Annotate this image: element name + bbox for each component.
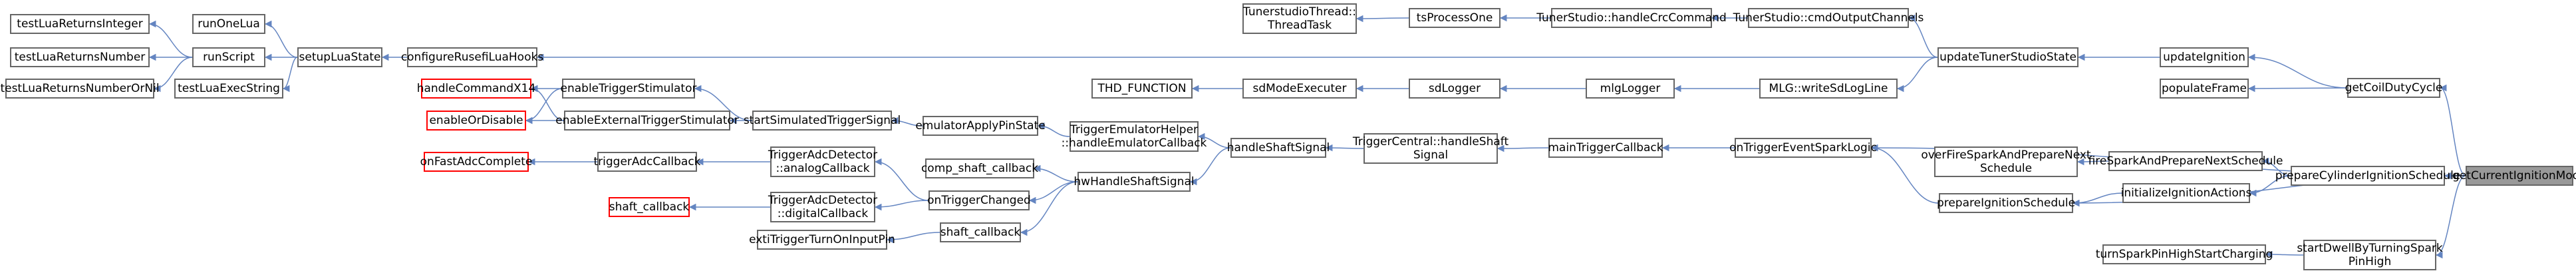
node-runOneLua[interactable]: runOneLua (192, 14, 265, 34)
node-populateFrame[interactable]: populateFrame (2160, 79, 2249, 99)
node-emulatorApplyPinState[interactable]: emulatorApplyPinState (915, 116, 1046, 136)
edge-initializeIgnitionActions-to-prepareCylinderIgnitionSchedule (2249, 175, 2291, 197)
edge-getCoilDutyCycle-to-getCurrentIgnitionMode (2439, 84, 2466, 176)
node-testLuaReturnsNumberOrNil[interactable]: testLuaReturnsNumberOrNil (0, 79, 160, 99)
edge-shaftCallback-to-hwHandleShaftSignal (1020, 181, 1078, 236)
node-fireSparkAndPrepareNextSchedule[interactable]: fireSparkAndPrepareNextSchedule (2088, 151, 2283, 171)
node-tsProcessOne[interactable]: tsProcessOne (1409, 8, 1501, 28)
node-compShaftCallback[interactable]: comp_shaft_callback (921, 158, 1038, 178)
node-prepareIgnitionSchedule[interactable]: prepareIgnitionSchedule (1937, 193, 2075, 213)
edge-testLuaExecString-to-setupLuaState (282, 57, 298, 93)
node-enableExternalTriggerStimulator[interactable]: enableExternalTriggerStimulator (555, 111, 739, 131)
node-THD_FUNCTION[interactable]: THD_FUNCTION (1091, 79, 1193, 99)
node-sdLogger[interactable]: sdLogger (1409, 79, 1501, 99)
node-tunerCmdOutputChannels[interactable]: TunerStudio::cmdOutputChannels (1733, 8, 1924, 28)
node-testLuaReturnsInteger[interactable]: testLuaReturnsInteger (10, 14, 150, 34)
edge-triggerEmulatorHelperHandleEmulatorCallback-to-handleShaftSignal (1197, 133, 1231, 148)
edge-startSimulatedTriggerSignal-to-emulatorApplyPinState (891, 117, 923, 127)
edge-extiTriggerTurnOnInputPin-to-shaftCallback (886, 232, 940, 244)
edge-testLuaReturnsInteger-to-runScript (148, 20, 193, 58)
node-onTriggerChanged[interactable]: onTriggerChanged (927, 190, 1031, 210)
node-hwHandleShaftSignal[interactable]: hwHandleShaftSignal (1073, 172, 1195, 192)
node-handleCommandX14[interactable]: handleCommandX14 (417, 79, 535, 99)
edge-fireSparkAndPrepareNextSchedule-to-prepareCylinderIgnitionSchedule (2261, 157, 2291, 176)
node-startSimulatedTriggerSignal[interactable]: startSimulatedTriggerSignal (744, 111, 901, 131)
node-triggerAdcDetectorAnalogCallback[interactable]: TriggerAdcDetector ::analogCallback (768, 146, 877, 177)
node-mainTriggerCallback[interactable]: mainTriggerCallback (1548, 138, 1663, 158)
edge-enableTriggerStimulator-to-startSimulatedTriggerSignal (694, 85, 753, 121)
node-enableTriggerStimulator[interactable]: enableTriggerStimulator (561, 79, 696, 99)
node-runScript[interactable]: runScript (192, 47, 265, 67)
node-extiTriggerTurnOnInputPin[interactable]: extiTriggerTurnOnInputPin (749, 230, 895, 250)
edge-compShaftCallback-to-hwHandleShaftSignal (1033, 164, 1078, 182)
edge-startDwellByTurningSparkPinHigh-to-getCurrentIgnitionMode (2435, 175, 2466, 259)
node-setupLuaState[interactable]: setupLuaState (297, 47, 382, 67)
node-shaftCallback[interactable]: shaft_callback (940, 222, 1021, 242)
node-testLuaExecString[interactable]: testLuaExecString (174, 79, 283, 99)
node-tunerHandleCrcCommand[interactable]: TunerStudio::handleCrcCommand (1536, 8, 1727, 28)
node-overFireSparkAndPrepareNextSchedule[interactable]: overFireSparkAndPrepareNext Schedule (1921, 146, 2091, 177)
edge-onTriggerChanged-to-hwHandleShaftSignal (1028, 181, 1078, 204)
edge-onTriggerEventSparkLogic-to-prepareIgnitionSchedule (1870, 144, 1939, 204)
node-handleShaftSignal[interactable]: handleShaftSignal (1227, 138, 1330, 158)
edge-tunerCmdOutputChannels-to-updateTunerStudioState (1908, 14, 1938, 58)
node-startDwellByTurningSparkPinHigh[interactable]: startDwellByTurningSpark PinHigh (2297, 240, 2443, 270)
node-getCoilDutyCycle[interactable]: getCoilDutyCycle (2345, 78, 2442, 98)
edge-emulatorApplyPinState-to-triggerEmulatorHelperHandleEmulatorCallback (1037, 122, 1070, 137)
node-triggerAdcDetectorDigitalCallback[interactable]: TriggerAdcDetector ::digitalCallback (768, 192, 877, 222)
edge-triggerAdcDetectorAnalogCallback-to-onTriggerChanged (874, 158, 929, 201)
node-getCurrentIgnitionMode[interactable]: getCurrentIgnitionMode (2452, 166, 2576, 186)
edge-prepareIgnitionSchedule-to-initializeIgnitionActions (2072, 192, 2123, 207)
edge-mlgWriteSdLogLine-to-updateTunerStudioState (1896, 57, 1938, 93)
node-sdModeExecuter[interactable]: sdModeExecuter (1242, 79, 1357, 99)
node-updateTunerStudioState[interactable]: updateTunerStudioState (1937, 47, 2078, 67)
node-triggerEmulatorHelperHandleEmulatorCallback[interactable]: TriggerEmulatorHelper ::handleEmulatorCa… (1062, 121, 1207, 152)
edge-overFireSparkAndPrepareNextSchedule-to-fireSparkAndPrepareNextSchedule (2076, 158, 2109, 166)
edge-tunerThreadTask-to-tsProcessOne (1356, 15, 1409, 23)
node-testLuaReturnsNumber[interactable]: testLuaReturnsNumber (10, 47, 150, 67)
node-turnSparkPinHighStartCharging[interactable]: turnSparkPinHighStartCharging (2096, 244, 2273, 264)
edge-populateFrame-to-getCoilDutyCycle (2247, 85, 2348, 93)
edge-hwHandleShaftSignal-to-handleShaftSignal (1189, 147, 1231, 186)
node-mlgWriteSdLogLine[interactable]: MLG::writeSdLogLine (1759, 79, 1898, 99)
node-initializeIgnitionActions[interactable]: initializeIgnitionActions (2121, 183, 2251, 203)
edge-turnSparkPinHighStartCharging-to-startDwellByTurningSparkPinHigh (2265, 250, 2304, 258)
node-updateIgnition[interactable]: updateIgnition (2160, 47, 2249, 67)
node-triggerAdcCallback[interactable]: triggerAdcCallback (594, 152, 701, 172)
edge-handleCommandX14-to-enableExternalTriggerStimulator (530, 85, 565, 121)
node-enableOrDisable[interactable]: enableOrDisable (426, 111, 526, 131)
node-configureRusefiLuaHooks[interactable]: configureRusefiLuaHooks (401, 47, 543, 67)
edge-runOneLua-to-setupLuaState (264, 20, 298, 58)
edge-testLuaReturnsNumberOrNil-to-runScript (153, 57, 193, 93)
node-prepareCylinderIgnitionSchedule[interactable]: prepareCylinderIgnitionSchedule (2275, 166, 2460, 186)
node-onTriggerEventSparkLogic[interactable]: onTriggerEventSparkLogic (1729, 138, 1877, 158)
node-shaftCallbackRed[interactable]: shaft_callback (609, 197, 690, 217)
node-triggerCentralHandleShaftSignal[interactable]: TriggerCentral::handleShaft Signal (1353, 133, 1508, 164)
node-onFastAdcComplete[interactable]: onFastAdcComplete (420, 152, 532, 172)
node-tunerThreadTask[interactable]: TunerstudioThread:: ThreadTask (1242, 3, 1357, 34)
edge-updateIgnition-to-getCoilDutyCycle (2247, 53, 2348, 89)
edge-triggerAdcDetectorDigitalCallback-to-onTriggerChanged (874, 200, 929, 211)
node-mlgLogger[interactable]: mlgLogger (1586, 79, 1675, 99)
